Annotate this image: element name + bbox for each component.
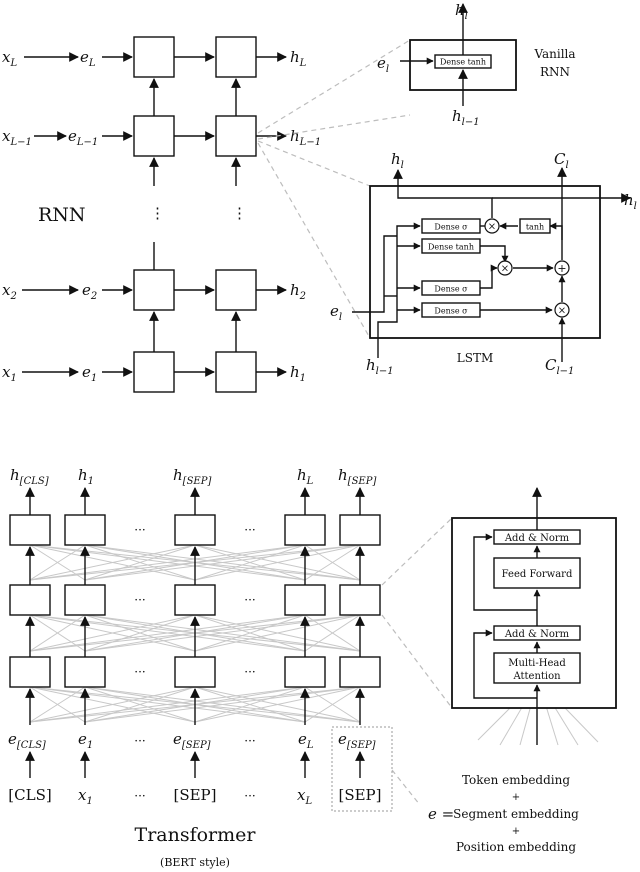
rnn-cell <box>215 115 257 157</box>
embedding-label: e[SEP] <box>173 730 211 751</box>
rnn-h-label: hL <box>290 48 307 69</box>
rnn-vdots: ⋮ <box>150 204 165 222</box>
rnn-cell <box>215 351 257 393</box>
transformer-blocks <box>9 514 381 688</box>
output-label: h[SEP] <box>338 466 376 487</box>
rnn-x-label: xL−1 <box>2 127 32 148</box>
lstm-dense-sigma: Dense σ <box>434 223 468 232</box>
lstm-h-out: hl <box>391 150 404 171</box>
token-label: [SEP] <box>338 786 381 804</box>
vanilla-title: Vanilla <box>533 47 575 61</box>
rnn-e-label: eL−1 <box>68 127 98 148</box>
rnn-h-label: hL−1 <box>290 127 321 148</box>
ellipsis: ··· <box>134 593 145 607</box>
embedding-label: e1 <box>78 730 93 751</box>
lstm-mult-op: × <box>501 264 509 275</box>
embedding-eq-lhs: e = <box>428 805 454 823</box>
lstm-mult-op: × <box>488 222 496 233</box>
rnn-e-label: e1 <box>82 363 97 384</box>
vanilla-h-out: hl <box>455 1 468 22</box>
ellipsis: ··· <box>134 789 145 803</box>
plus-sign: + <box>512 826 520 837</box>
lstm-tanh: tanh <box>526 223 544 232</box>
transformer-subtitle: (BERT style) <box>160 856 230 869</box>
embedding-label: eL <box>298 730 314 751</box>
feed-forward: Feed Forward <box>502 569 573 580</box>
lstm-c-out: Cl <box>554 150 569 171</box>
svg-text:Dense tanh: Dense tanh <box>440 58 486 67</box>
multi-head-attention: Attention <box>512 671 561 682</box>
embedding-label: e[SEP] <box>338 730 376 751</box>
ellipsis: ··· <box>244 593 255 607</box>
vanilla-h-prev: hl−1 <box>452 107 480 128</box>
rnn-e-label: e2 <box>82 281 97 302</box>
token-embedding: Token embedding <box>462 773 570 787</box>
lstm-h-prev: hl−1 <box>366 356 394 377</box>
multi-head-attention: Multi-Head <box>508 658 566 669</box>
embedding-highlight <box>331 726 393 812</box>
position-embedding: Position embedding <box>456 840 576 854</box>
rnn-diagram: xL eL hL xL−1 eL−1 hL−1 x2 e2 h2 x1 e1 h… <box>2 36 411 393</box>
token-label: xL <box>297 786 312 807</box>
output-label: h[SEP] <box>173 466 211 487</box>
transformer-diagram: ··· ··· ··· ··· ··· ··· ··· ··· ··· ··· … <box>8 466 453 869</box>
vanilla-title: RNN <box>540 65 570 79</box>
ellipsis: ··· <box>134 665 145 679</box>
lstm-diagram: Dense σ Dense tanh Dense σ Dense σ tanh … <box>330 150 637 377</box>
ellipsis: ··· <box>244 665 255 679</box>
segment-embedding: Segment embedding <box>453 807 579 821</box>
token-label: [CLS] <box>8 786 51 804</box>
lstm-title: LSTM <box>457 351 493 365</box>
rnn-cell <box>133 269 175 311</box>
add-norm-bottom: Add & Norm <box>504 629 570 640</box>
token-label: x1 <box>78 786 93 807</box>
rnn-vdots: ⋮ <box>232 204 247 222</box>
attention-connections <box>29 544 361 723</box>
lstm-mult-op: × <box>558 306 566 317</box>
embedding-label: e[CLS] <box>8 730 46 751</box>
lstm-h-right: hl <box>624 191 637 212</box>
output-label: hL <box>297 466 314 487</box>
rnn-title: RNN <box>38 204 86 226</box>
lstm-dense-sigma: Dense σ <box>434 307 468 316</box>
lstm-dense-sigma: Dense σ <box>434 285 468 294</box>
ellipsis: ··· <box>244 734 255 748</box>
rnn-x-label: xL <box>2 48 17 69</box>
transformer-title: Transformer <box>135 824 257 846</box>
lstm-c-prev: Cl−1 <box>545 356 574 377</box>
rnn-h-label: h1 <box>290 363 306 384</box>
lstm-dense-tanh: Dense tanh <box>428 243 474 252</box>
ellipsis: ··· <box>134 523 145 537</box>
vanilla-e-in: el <box>377 54 389 75</box>
transformer-block-detail: Add & Norm Feed Forward Add & Norm Multi… <box>451 487 617 746</box>
output-label: h1 <box>78 466 94 487</box>
embedding-equation: e = Token embedding + Segment embedding … <box>428 773 579 854</box>
rnn-e-label: eL <box>80 48 96 69</box>
rnn-x-label: x1 <box>2 363 17 384</box>
ellipsis: ··· <box>244 789 255 803</box>
plus-sign: + <box>512 792 520 803</box>
rnn-h-label: h2 <box>290 281 306 302</box>
rnn-cell <box>215 36 257 78</box>
ellipsis: ··· <box>244 523 255 537</box>
lstm-add-op: + <box>557 262 566 275</box>
output-label: h[CLS] <box>10 466 49 487</box>
rnn-cell <box>215 269 257 311</box>
token-label: [SEP] <box>173 786 216 804</box>
ellipsis: ··· <box>134 734 145 748</box>
rnn-x-label: x2 <box>2 281 17 302</box>
rnn-cell <box>133 351 175 393</box>
add-norm-top: Add & Norm <box>504 533 570 544</box>
rnn-cell <box>133 115 175 157</box>
vanilla-rnn-diagram: Dense tanh hl el hl−1 Vanilla RNN <box>377 1 576 128</box>
rnn-cell <box>133 36 175 78</box>
lstm-e-in: el <box>330 302 342 323</box>
